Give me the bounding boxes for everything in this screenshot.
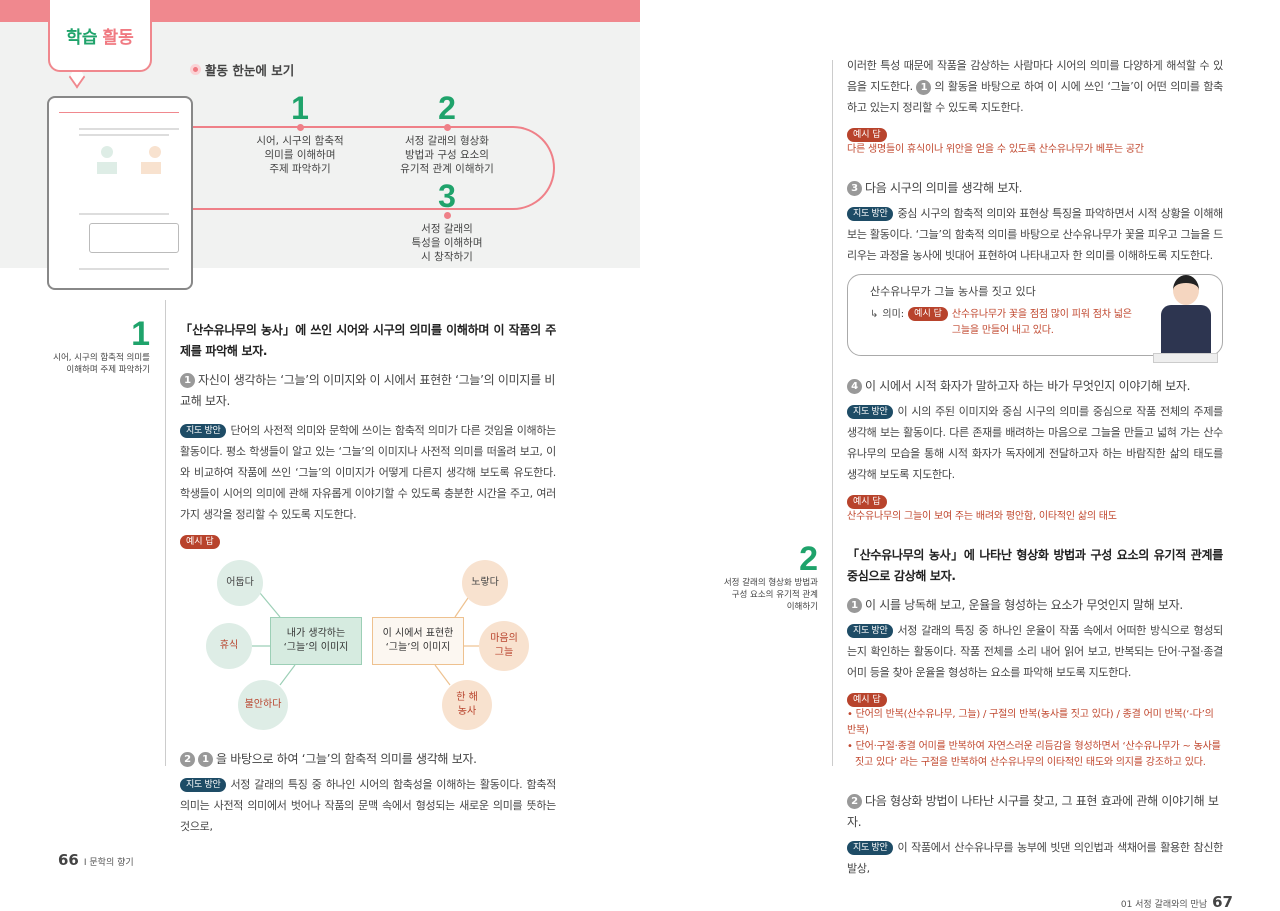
column-divider	[165, 300, 166, 766]
node-anxious: 불안하다	[238, 680, 288, 730]
overview-title: 활동 한눈에 보기	[190, 60, 294, 79]
poem-image-box: 이 시에서 표현한‘그늘’의 이미지	[372, 617, 464, 665]
node-rest: 휴식	[206, 623, 252, 669]
answer-block-s2q1: 예시 답• 단어의 반복(산수유나무, 그늘) / 구절의 반복(농사를 짓고 …	[847, 693, 1221, 768]
node-dark: 어둡다	[217, 560, 263, 606]
arrow-return-icon: ↳	[870, 309, 879, 320]
node-heart-shade: 마음의 그늘	[479, 621, 529, 671]
student-illustration	[1153, 273, 1218, 365]
header-band	[0, 0, 640, 22]
node-year-farming: 한 해 농사	[442, 680, 492, 730]
section-2-heading: 「산수유나무의 농사」에 나타난 형상화 방법과 구성 요소의 유기적 관계를 …	[847, 548, 1223, 583]
column-divider-right	[832, 60, 833, 766]
my-image-box: 내가 생각하는‘그늘’의 이미지	[270, 617, 362, 665]
right-column: 이러한 특성 때문에 작품을 감상하는 사람마다 시어의 의미를 다양하게 해석…	[724, 55, 1233, 911]
poem-line-box: 산수유나무가 그늘 농사를 짓고 있다 ↳ 의미: 예시 답 산수유나무가 꽃을…	[847, 274, 1223, 363]
node-yellow: 노랗다	[462, 560, 508, 606]
section-1-heading: 「산수유나무의 농사」에 쓰인 시어와 시구의 의미를 이해하며 이 작품의 주…	[180, 323, 556, 358]
poem-meaning: ↳ 의미: 예시 답 산수유나무가 꽃을 점점 많이 피워 점차 넓은 그늘을 …	[870, 307, 1142, 339]
image-diagram: 내가 생각하는‘그늘’의 이미지 이 시에서 표현한‘그늘’의 이미지 어둡다 …	[195, 555, 535, 735]
answer-badge: 예시 답	[180, 529, 556, 549]
poem-line: 산수유나무가 그늘 농사를 짓고 있다	[870, 285, 1036, 298]
bullet-icon	[190, 64, 201, 75]
continued-text: 이러한 특성 때문에 작품을 감상하는 사람마다 시어의 의미를 다양하게 해석…	[847, 59, 1223, 114]
page-thumbnail	[47, 96, 193, 290]
overview-track	[193, 126, 555, 210]
